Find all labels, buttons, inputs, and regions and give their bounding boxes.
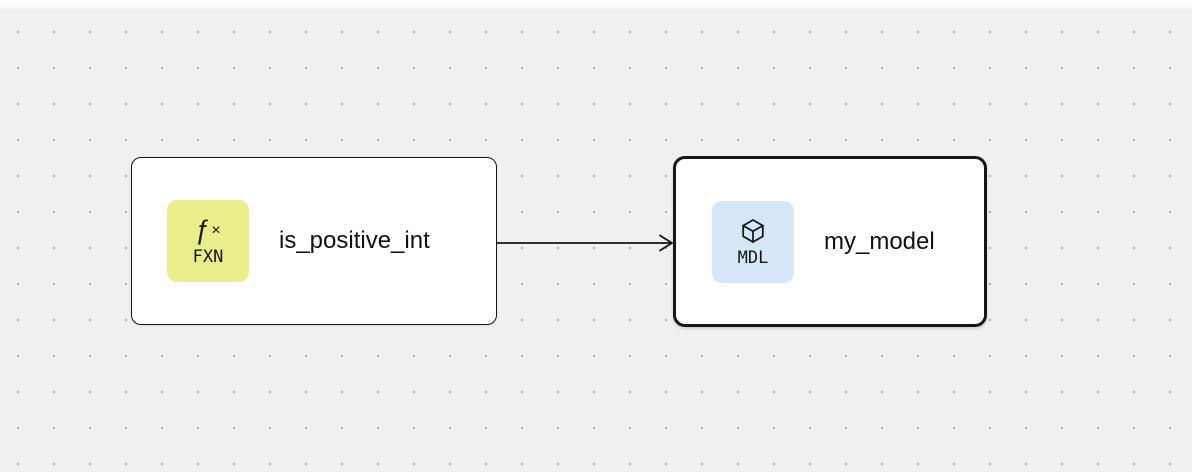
node-is-positive-int[interactable]: ƒ × FXN is_positive_int — [131, 157, 497, 325]
badge-type-label: MDL — [737, 247, 769, 268]
badge-type-label: FXN — [192, 247, 224, 268]
function-icon-x: × — [211, 222, 221, 240]
function-type-badge: ƒ × FXN — [167, 200, 249, 282]
function-icon-f: ƒ — [195, 214, 211, 245]
model-type-badge: MDL — [712, 200, 794, 283]
edge-arrowhead — [659, 234, 673, 252]
node-label: my_model — [824, 227, 935, 255]
function-icon: ƒ × — [195, 214, 220, 246]
cube-icon — [739, 215, 767, 247]
node-my-model[interactable]: MDL my_model — [673, 156, 987, 327]
canvas-top-edge — [0, 0, 1192, 10]
node-label: is_positive_int — [279, 227, 430, 254]
